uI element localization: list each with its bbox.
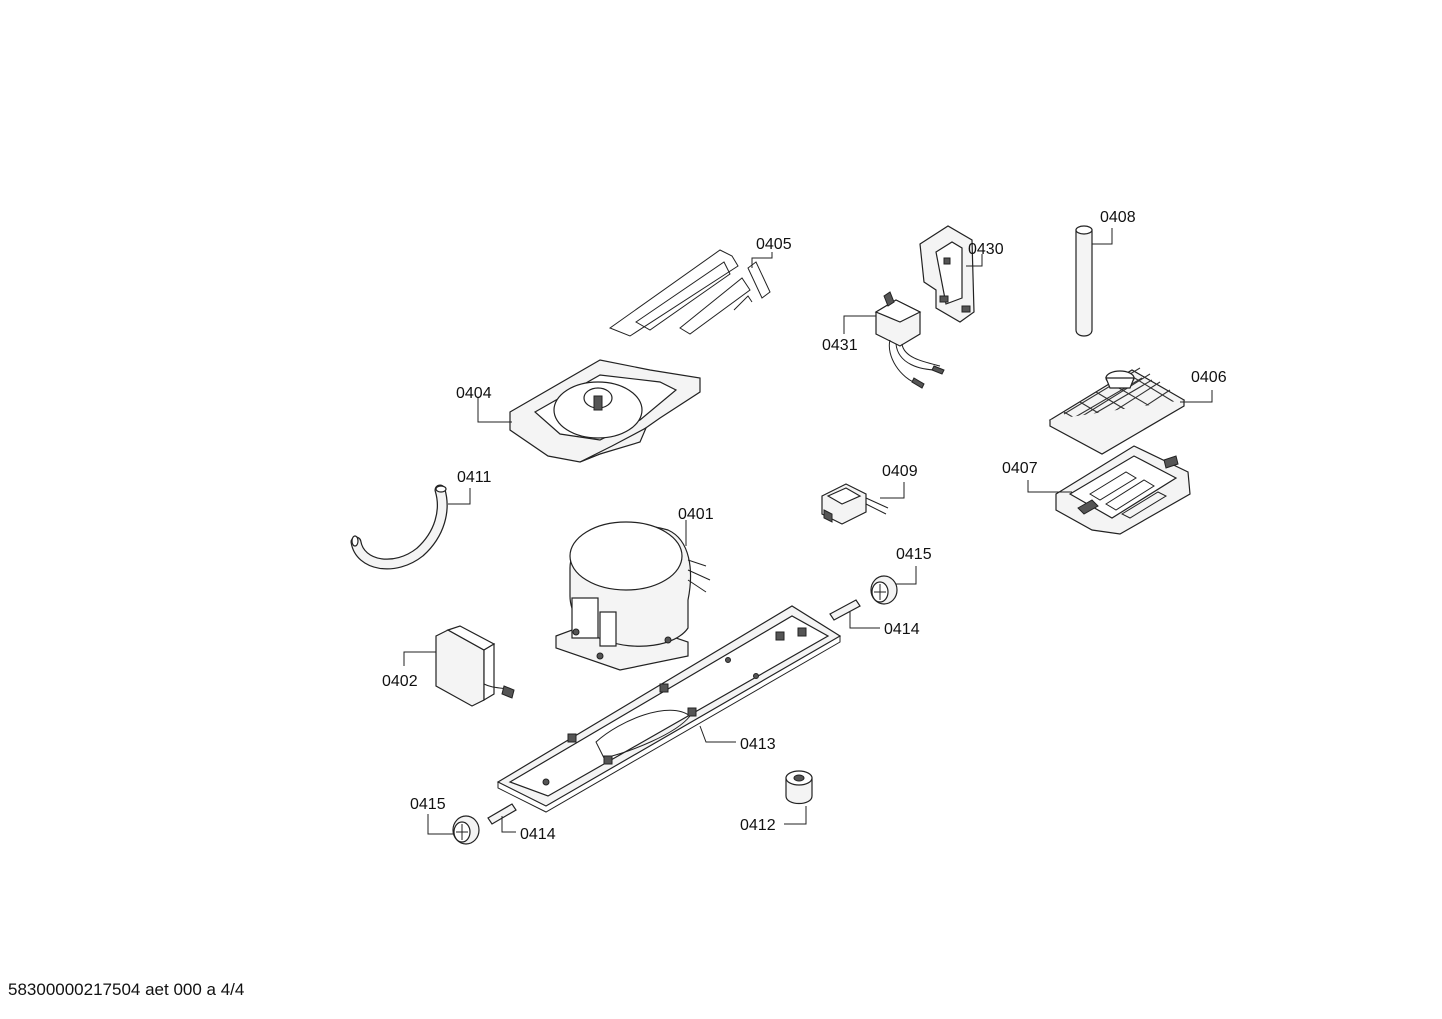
label-0402: 0402 [382,673,418,690]
part-0415-foot-bottom [452,815,480,845]
leader-0431 [843,315,876,334]
label-0405: 0405 [756,236,792,253]
leader-0414-bottom [501,816,516,833]
part-0413-mounting-rail [496,605,842,813]
leader-0409 [880,482,905,499]
leader-0415-bottom [427,814,454,835]
leader-0411 [448,488,471,505]
part-0415-foot-top [870,575,898,605]
label-0407: 0407 [1002,460,1038,477]
leader-0405 [751,252,773,268]
leader-0404 [477,398,512,423]
part-0408-tube [1075,225,1093,337]
part-0414-pin-bottom [487,803,517,825]
label-0414-top: 0414 [884,621,920,638]
label-0409: 0409 [882,463,918,480]
part-0430-bracket [919,225,975,323]
footer-document-id: 58300000217504 aet 000 a 4/4 [8,980,245,999]
label-0415-bottom: 0415 [410,796,446,813]
part-0412-grommet [785,770,813,805]
part-0407-tray [1055,445,1191,535]
label-0431: 0431 [822,337,858,354]
leader-0407 [1027,480,1072,493]
label-0401: 0401 [678,506,714,523]
leader-0412 [784,806,807,825]
label-0414-bottom: 0414 [520,826,556,843]
label-0430: 0430 [968,241,1004,258]
part-0431-relay [874,291,945,389]
label-0413: 0413 [740,736,776,753]
label-0412: 0412 [740,817,776,834]
part-0414-pin-top [829,599,861,621]
label-0415-top: 0415 [896,546,932,563]
part-0411-hose [350,484,448,570]
part-0406-grid-cover [1048,367,1186,455]
label-0408: 0408 [1100,209,1136,226]
part-0402-relay-box [435,625,515,707]
leader-0402 [403,651,436,666]
part-0401-compressor [555,521,711,671]
label-0404: 0404 [456,385,492,402]
part-0409-thermal-switch [821,483,889,525]
part-0405-heater-wire [608,249,771,337]
leader-0414-top [849,612,880,629]
leader-0415-top [896,566,917,585]
leader-0413 [699,725,736,743]
label-0411: 0411 [457,469,492,486]
part-0404-drip-tray [509,359,701,463]
label-0406: 0406 [1191,369,1227,386]
leader-0430 [966,254,983,267]
leader-0406 [1180,390,1213,403]
leader-0408 [1092,228,1113,245]
